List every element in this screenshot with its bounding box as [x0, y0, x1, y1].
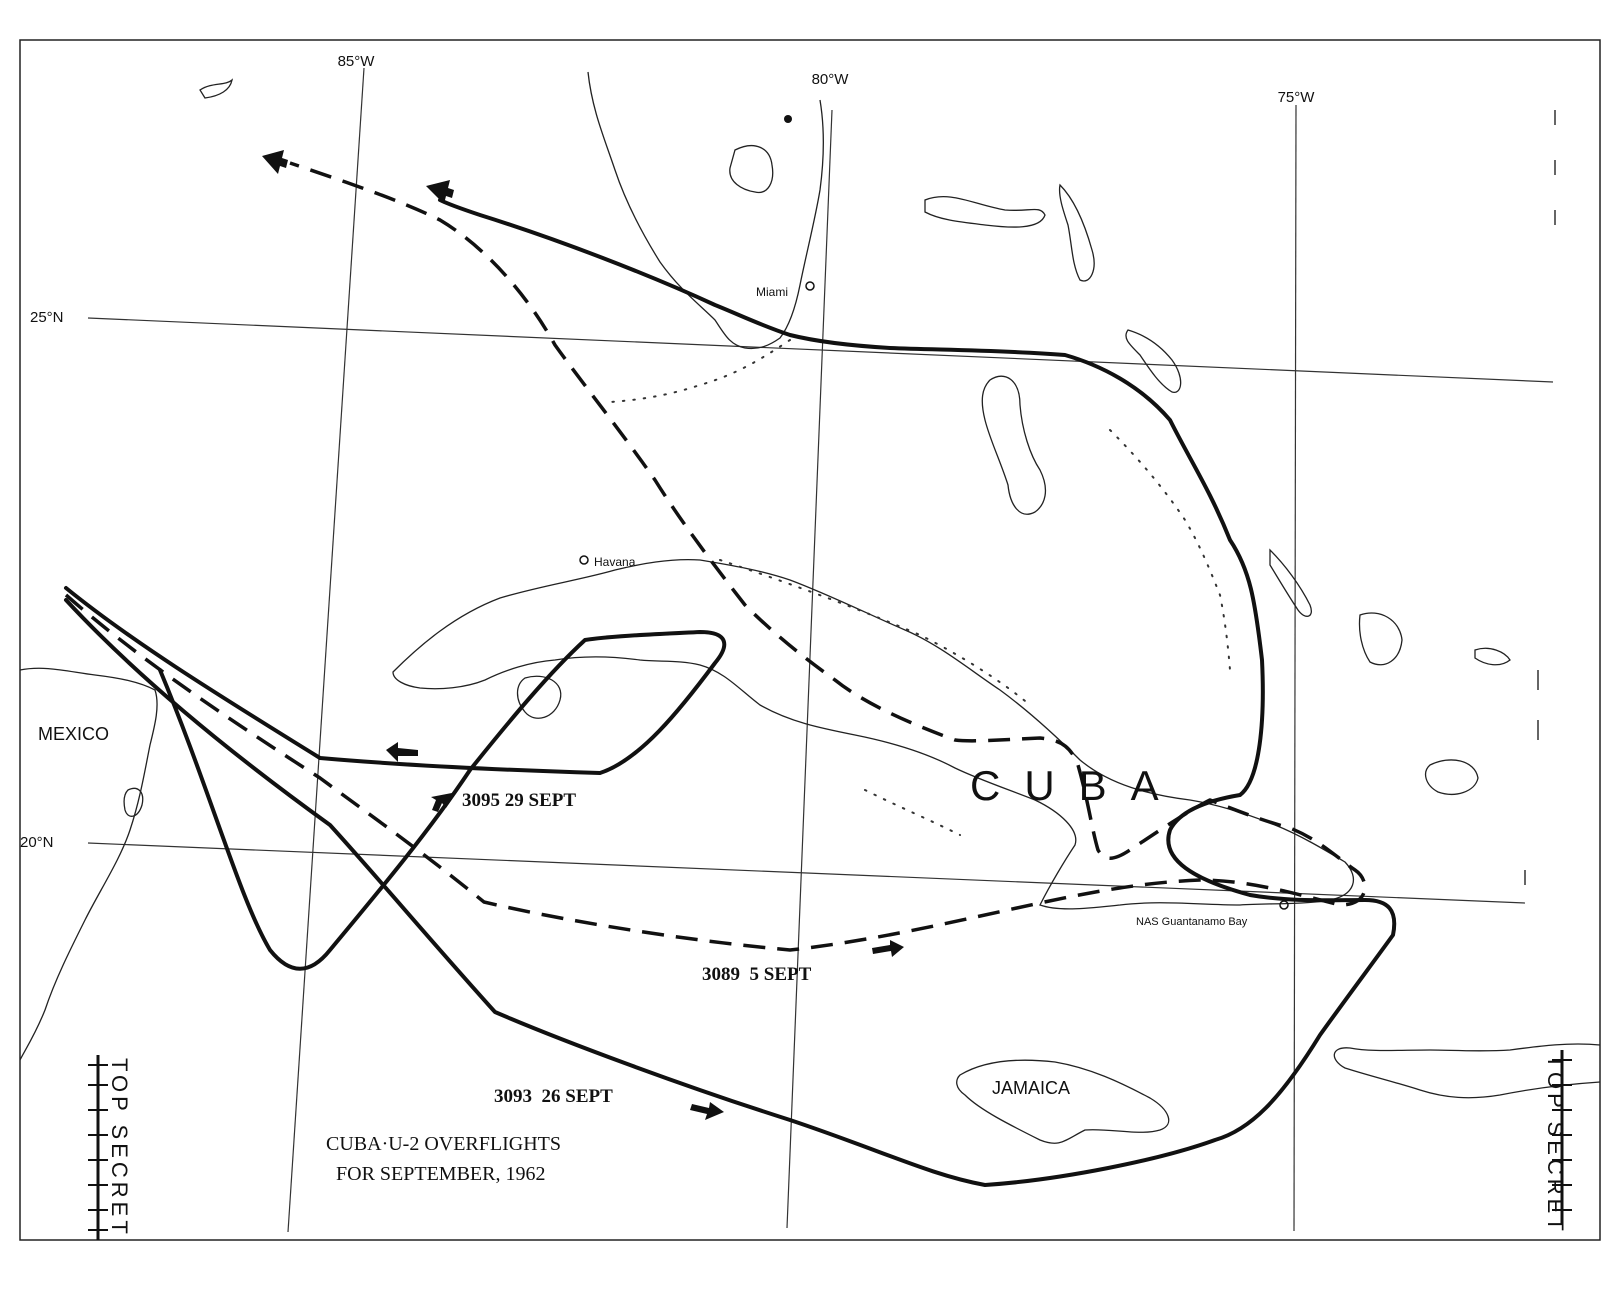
- label-20n: 20°N: [20, 834, 54, 851]
- meridian-75w: [1293, 104, 1297, 1232]
- havana-marker: [579, 555, 589, 565]
- acklins-island: [1358, 612, 1403, 666]
- arrow-3093-east: [690, 1102, 724, 1120]
- stamp-left: TOP SECRET: [88, 1055, 132, 1240]
- label-25n: 25°N: [30, 309, 64, 326]
- label-miami: Miami: [756, 285, 788, 299]
- miami-marker: [805, 281, 815, 291]
- cuba-coast: [392, 558, 1354, 910]
- meridian-85w: [287, 67, 365, 1233]
- grand-bahama: [924, 196, 1046, 228]
- hispaniola-coast: [1333, 1043, 1601, 1099]
- arrow-3089-exit: [262, 150, 288, 174]
- florida-keys: [609, 339, 791, 403]
- exuma-cays: [1109, 429, 1231, 671]
- label-75w: 75°W: [1278, 89, 1316, 106]
- label-havana: Havana: [594, 555, 636, 569]
- graticule: [87, 67, 1554, 1233]
- meridian-80w: [786, 109, 833, 1229]
- inagua-island: [1424, 759, 1479, 795]
- stamp-right-text: TOP SECRET: [1543, 1055, 1568, 1235]
- map-title-line2: FOR SEPTEMBER, 1962: [336, 1163, 545, 1185]
- direction-arrows: [262, 150, 904, 1120]
- right-edge-ticks: [1524, 110, 1556, 885]
- label-85w: 85°W: [338, 53, 376, 70]
- map-title-line1: CUBA·U-2 OVERFLIGHTS: [326, 1133, 561, 1155]
- arrow-3095-in: [431, 792, 457, 812]
- route-3095: [64, 586, 727, 971]
- cuba-south-cays: [864, 789, 961, 836]
- parallel-25n: [87, 317, 1554, 383]
- route-3089: [64, 161, 1367, 952]
- stamp-right: TOP SECRET: [1543, 1050, 1572, 1235]
- label-flight-3093: 3093 26 SEPT: [494, 1086, 613, 1107]
- long-island: [1269, 548, 1312, 617]
- route-3093: [64, 198, 1397, 1187]
- label-jamaica: JAMAICA: [992, 1078, 1070, 1098]
- guantanamo-marker: [1279, 900, 1289, 910]
- flight-routes: [64, 161, 1397, 1187]
- parallel-20n: [87, 842, 1526, 904]
- yucatan-coast: [19, 667, 158, 1061]
- label-80w: 80°W: [812, 71, 850, 88]
- caicos-islands: [1474, 647, 1511, 666]
- florida-coast: [587, 71, 825, 350]
- map-frame: [19, 39, 1601, 1241]
- abaco-island: [1058, 183, 1095, 282]
- coastlines: [19, 71, 1601, 1144]
- arrow-3095-west: [386, 742, 418, 762]
- eleuthera-island: [1125, 329, 1182, 393]
- arrow-3093-exit: [426, 180, 454, 204]
- bahamas-dot: [784, 115, 792, 123]
- arrow-3089-east: [872, 940, 904, 957]
- isle-of-pines: [516, 675, 562, 719]
- label-cuba: CUBA: [970, 762, 1183, 809]
- andros-island: [981, 375, 1047, 515]
- dry-tortugas-islet: [199, 78, 234, 99]
- label-flight-3089: 3089 5 SEPT: [702, 964, 812, 985]
- stamp-left-text: TOP SECRET: [107, 1058, 132, 1238]
- cuba-north-cays: [719, 559, 1031, 706]
- label-guantanamo: NAS Guantanamo Bay: [1136, 916, 1248, 928]
- label-mexico: MEXICO: [38, 724, 109, 744]
- lake-okeechobee: [729, 145, 774, 194]
- jamaica-coast: [956, 1059, 1170, 1144]
- label-flight-3095: 3095 29 SEPT: [462, 790, 576, 811]
- cozumel-island: [123, 787, 144, 817]
